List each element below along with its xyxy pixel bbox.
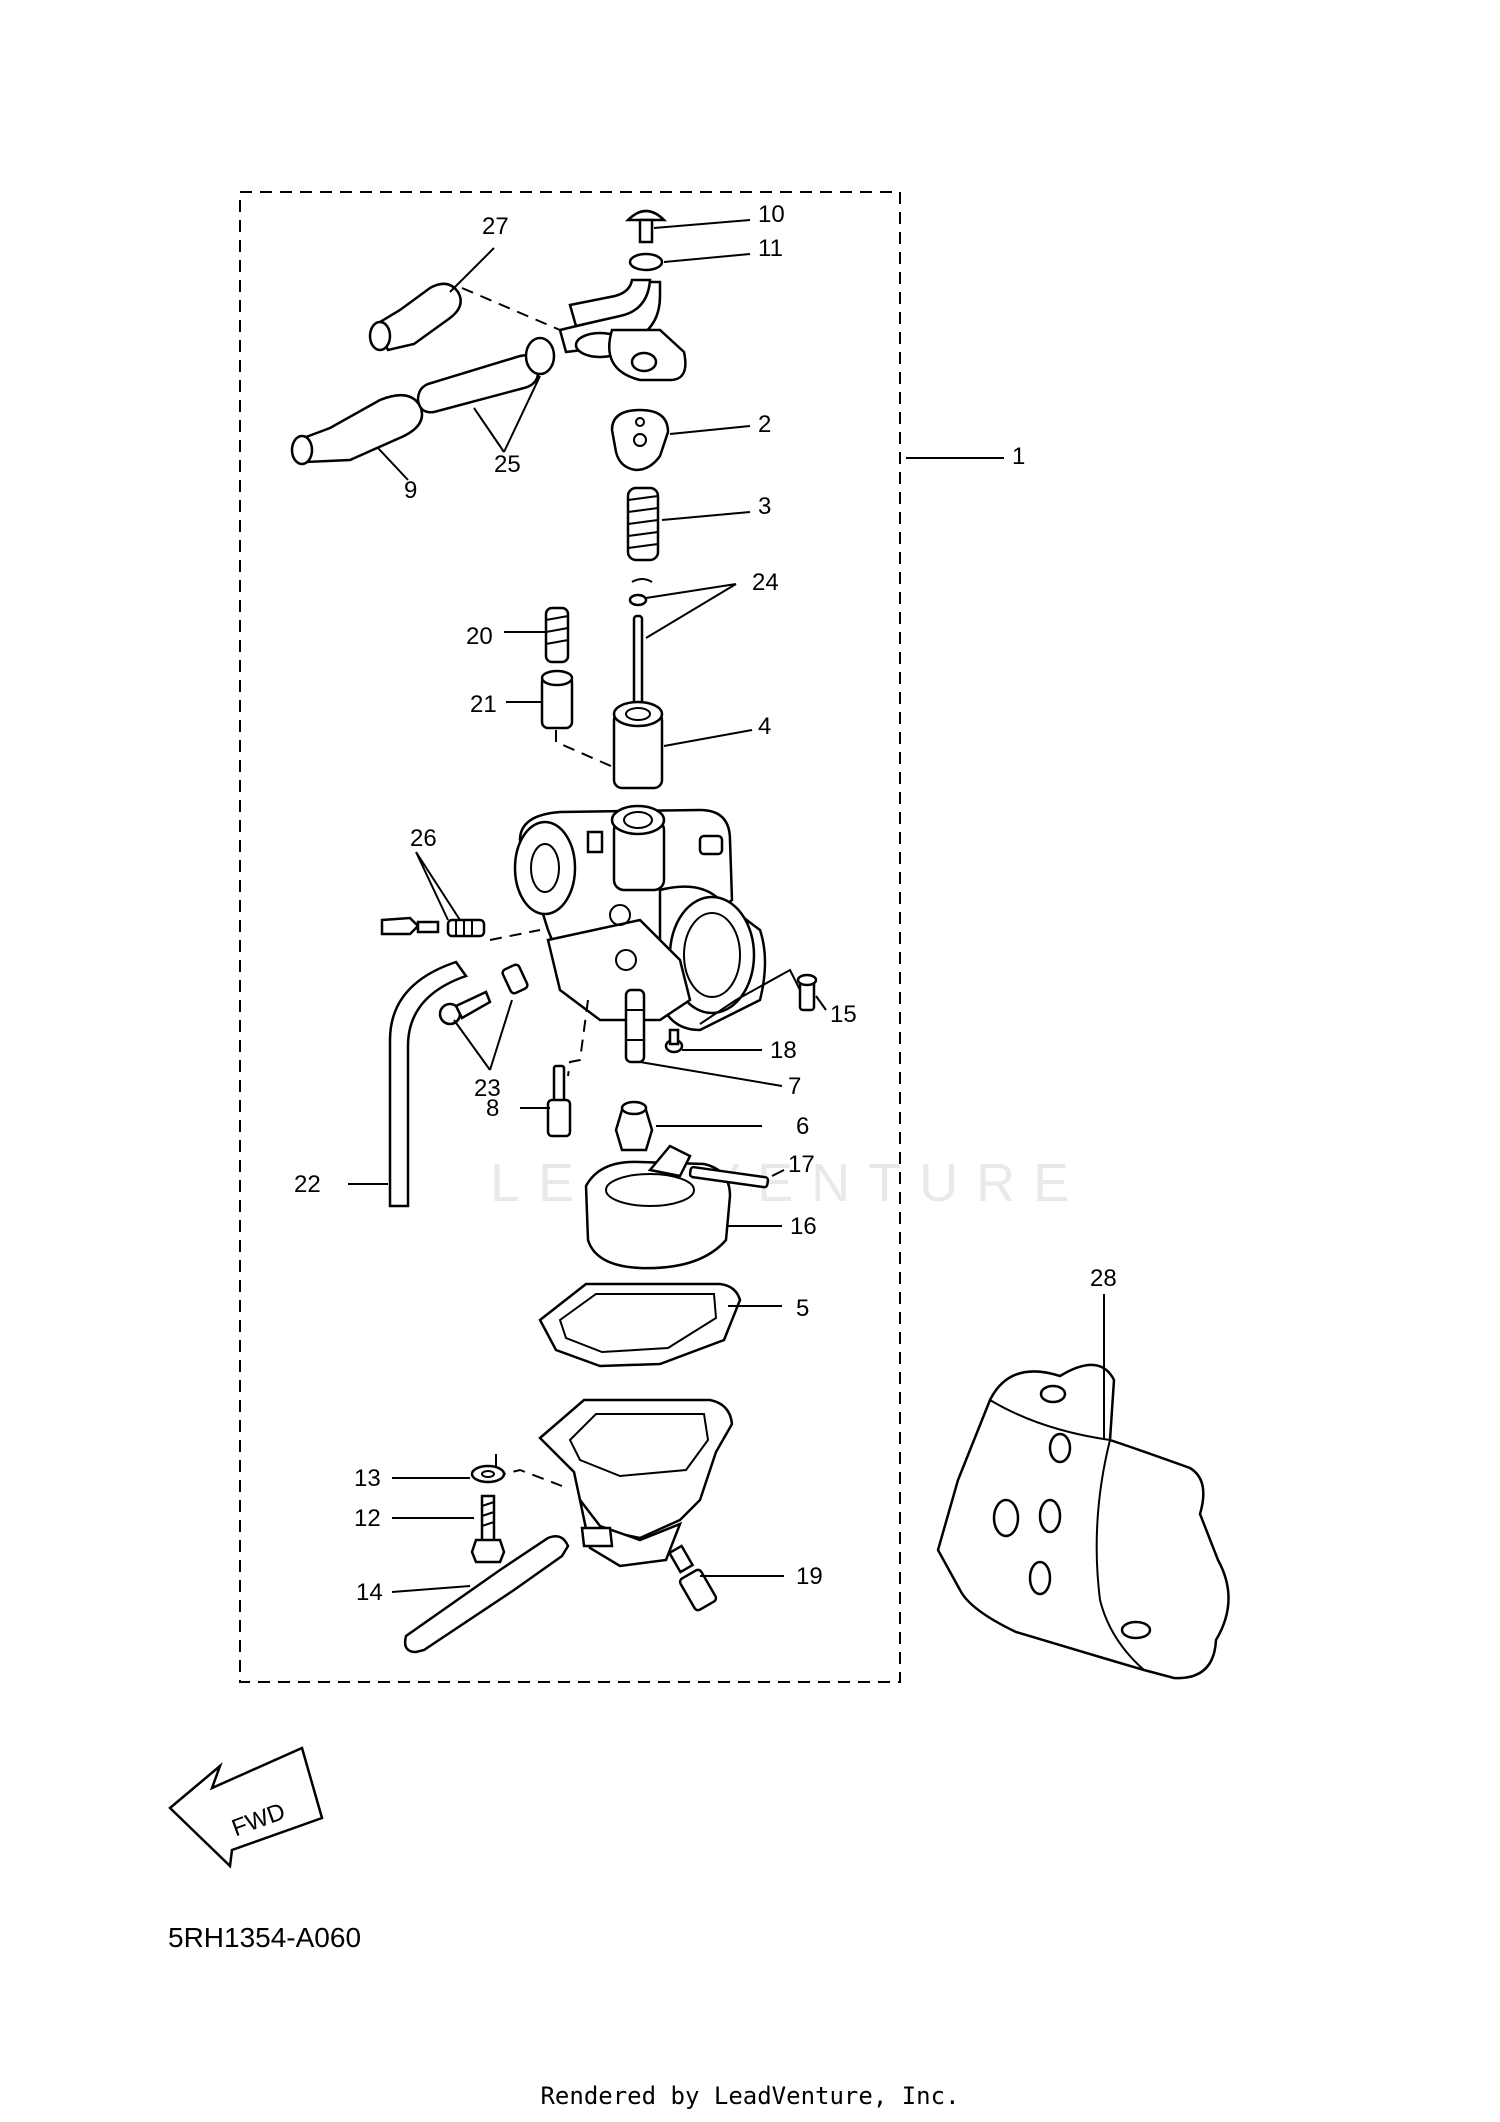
- assembly-boundary: [239, 191, 901, 1683]
- callout-22: 22: [294, 1171, 321, 1198]
- part-13-washer: [470, 1464, 506, 1484]
- callout-2: 2: [758, 411, 771, 438]
- part-16-float: [584, 1144, 732, 1270]
- dash-27: [461, 287, 561, 331]
- part-28-heat-shield: [936, 1363, 1230, 1680]
- callout-9: 9: [404, 477, 417, 504]
- callout-20: 20: [466, 623, 493, 650]
- part-10-screw: [624, 209, 668, 244]
- callout-11: 11: [758, 235, 783, 262]
- callout-5: 5: [796, 1295, 809, 1322]
- part-15-plug: [796, 973, 818, 1012]
- callout-26: 26: [410, 825, 437, 852]
- callout-13: 13: [354, 1465, 381, 1492]
- callout-23: 23: [474, 1075, 501, 1102]
- callout-28: 28: [1090, 1265, 1117, 1292]
- part-26-screw-spring: [380, 916, 486, 938]
- part-18-screw: [664, 1028, 684, 1054]
- part-24-clip-needle: [628, 578, 653, 710]
- callout-labels: 10 11 27 1 2 9 25 3 24 20 21 4 26 15 23 …: [294, 201, 1117, 1606]
- part-20-spring: [544, 606, 570, 664]
- dash-21: [555, 730, 621, 771]
- callout-4: 4: [758, 713, 771, 740]
- callout-16: 16: [790, 1213, 817, 1240]
- dash-8: [567, 999, 589, 1077]
- callout-7: 7: [788, 1073, 801, 1100]
- part-3-spring: [626, 486, 660, 562]
- part-5-gasket: [538, 1282, 742, 1368]
- callout-14: 14: [356, 1579, 383, 1606]
- part-12-bolt: [470, 1494, 506, 1564]
- part-6-main-jet: [614, 1100, 654, 1152]
- leader-lines: [348, 219, 1105, 1593]
- callout-10: 10: [758, 201, 785, 228]
- part-23-screw-spring: [438, 963, 529, 1026]
- callout-21: 21: [470, 691, 497, 718]
- callout-18: 18: [770, 1037, 797, 1064]
- part-25-tube-nut: [416, 336, 556, 414]
- part-9-boot: [290, 393, 424, 466]
- diagram-code: 5RH1354-A060: [168, 1922, 362, 1953]
- cable-elbow: [558, 278, 687, 382]
- callout-24: 24: [752, 569, 779, 596]
- callout-3: 3: [758, 493, 771, 520]
- part-14-fuel-hose: [403, 1535, 570, 1654]
- callout-12: 12: [354, 1505, 381, 1532]
- callout-27: 27: [482, 213, 509, 240]
- callout-1: 1: [1012, 443, 1025, 470]
- callout-17: 17: [788, 1151, 815, 1178]
- part-17-pin: [688, 1165, 770, 1189]
- part-11-washer: [628, 252, 664, 272]
- dash-13: [495, 1454, 563, 1487]
- callout-8: 8: [486, 1095, 499, 1122]
- float-bowl: [538, 1398, 734, 1568]
- callout-6: 6: [796, 1113, 809, 1140]
- part-22-vent-tube: [388, 960, 468, 1208]
- part-4-throttle-valve: [612, 700, 664, 790]
- callout-15: 15: [830, 1001, 857, 1028]
- callout-19: 19: [796, 1563, 823, 1590]
- dash-23-26: [489, 929, 541, 941]
- footer-credit: Rendered by LeadVenture, Inc.: [540, 2082, 960, 2110]
- part-8-pilot-jet: [546, 1064, 572, 1138]
- part-7-nozzle: [624, 988, 646, 1064]
- carburetor-body: [513, 804, 767, 1032]
- callout-25: 25: [494, 451, 521, 478]
- part-19-drain-screw: [667, 1544, 718, 1612]
- link-15: [699, 968, 801, 1025]
- part-27-boot: [368, 282, 462, 352]
- fwd-arrow: FWD: [168, 1746, 324, 1869]
- part-2-plate: [610, 408, 670, 472]
- part-21-adjuster: [540, 669, 574, 730]
